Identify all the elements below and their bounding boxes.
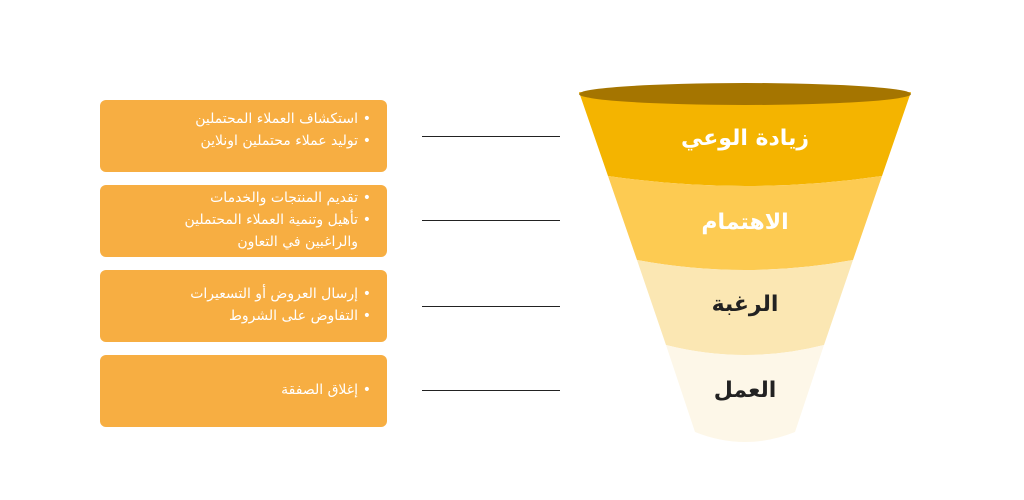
stage-box-awareness: استكشاف العملاء المحتملين توليد عملاء مح… [100, 100, 387, 172]
bullet-item: إرسال العروض أو التسعيرات [110, 283, 371, 305]
funnel-stage-action [666, 345, 824, 442]
connector-line-interest [422, 220, 560, 221]
stage-box-action: إغلاق الصفقة [100, 355, 387, 427]
bullet-item-continuation: والراغبين في التعاون [237, 234, 358, 250]
connector-line-awareness [422, 136, 560, 137]
stage-box-interest: تقديم المنتجات والخدمات تأهيل وتنمية الع… [100, 185, 387, 257]
funnel-rim [579, 83, 911, 105]
bullet-item: إغلاق الصفقة [110, 379, 371, 401]
bullet-item: التفاوض على الشروط [110, 305, 371, 327]
stage-label-desire: الرغبة [711, 292, 779, 317]
stage-box-desire: إرسال العروض أو التسعيرات التفاوض على ال… [100, 270, 387, 342]
bullet-item: تقديم المنتجات والخدمات [110, 187, 371, 209]
stage-label-interest: الاهتمام [701, 210, 789, 235]
connector-line-desire [422, 306, 560, 307]
stage-label-awareness: زيادة الوعي [680, 126, 809, 151]
bullet-item: توليد عملاء محتملين اونلاين [110, 130, 371, 152]
bullet-item: استكشاف العملاء المحتملين [110, 108, 371, 130]
bullet-item: تأهيل وتنمية العملاء المحتملين [110, 209, 371, 231]
connector-line-action [422, 390, 560, 391]
funnel-stage-desire [637, 260, 853, 355]
funnel-stage-interest [608, 176, 882, 270]
stage-label-action: العمل [713, 378, 777, 403]
funnel-stage-awareness [579, 92, 911, 186]
